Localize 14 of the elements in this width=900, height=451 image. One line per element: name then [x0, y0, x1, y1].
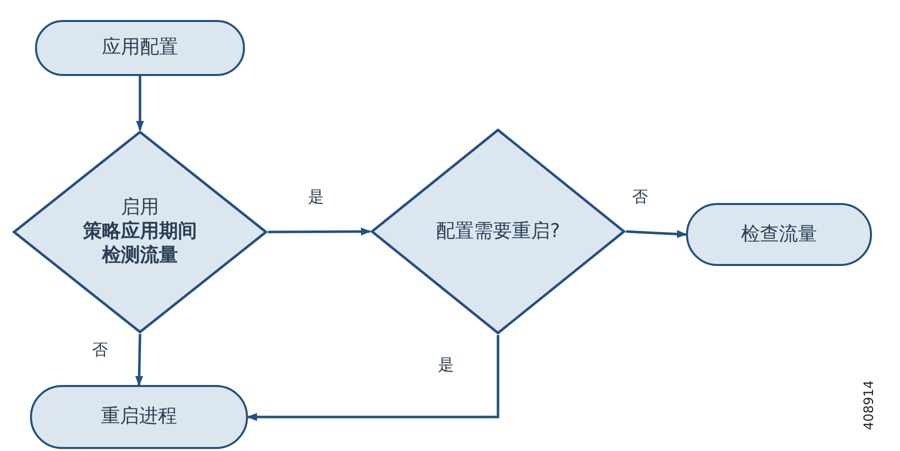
arrow [135, 334, 144, 386]
node-text: 重启进程 [101, 405, 177, 429]
figure-number: 408914 [862, 380, 877, 430]
node-text: 配置需要重启? [436, 220, 560, 244]
arrow [136, 76, 144, 131]
arrow [247, 335, 500, 421]
node-text: 启用 [120, 196, 160, 220]
node-text: 应用配置 [102, 36, 178, 60]
node-text: 策略应用期间检测流量 [82, 220, 198, 268]
arrow [268, 228, 371, 236]
node-text: 检查流量 [741, 222, 817, 246]
decision-diamond [12, 130, 268, 334]
arrow [626, 230, 687, 238]
decision-diamond [370, 128, 626, 335]
